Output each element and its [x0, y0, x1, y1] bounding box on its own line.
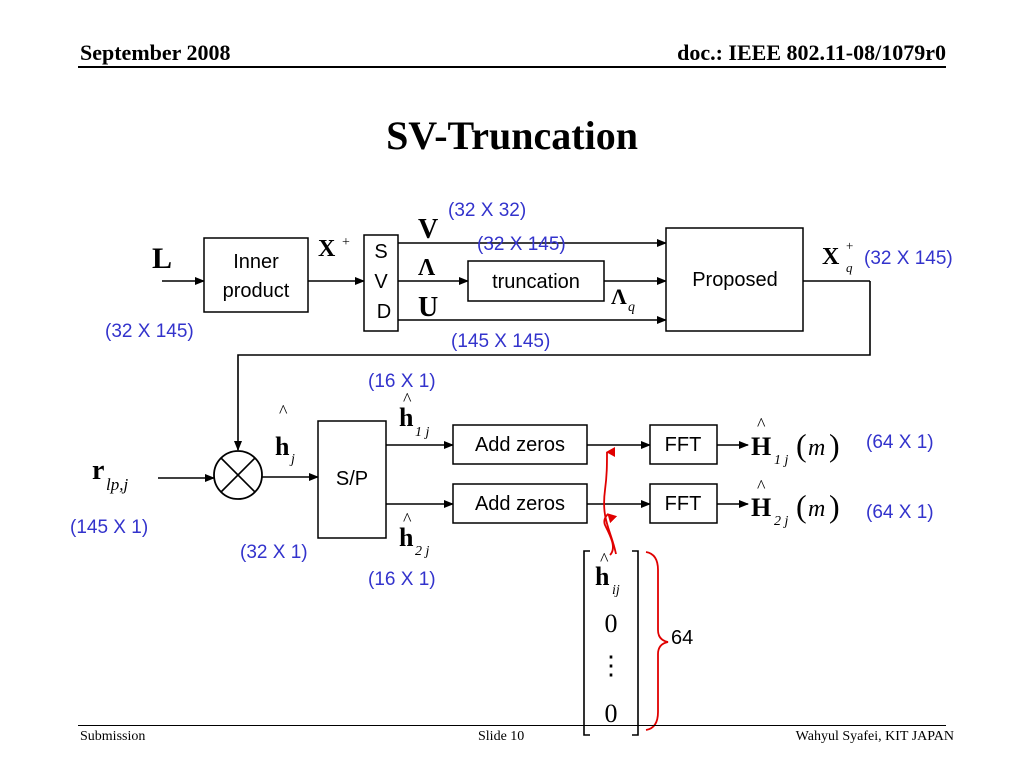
vector-bracket-right — [632, 550, 639, 736]
header-rule — [78, 66, 946, 68]
H2j-symbol: H — [751, 493, 771, 522]
vector-bracket-left — [583, 550, 590, 736]
hj-hat: ^ — [279, 401, 288, 421]
L-symbol: L — [152, 242, 172, 275]
vector-zero-2: 0 — [605, 699, 618, 728]
truncation-label: truncation — [492, 271, 580, 293]
dim-H2: (64 X 1) — [866, 502, 934, 523]
H2j-hat: ^ — [757, 476, 766, 496]
h1j-subscript: 1 j — [415, 425, 430, 440]
dim-lambda: (32 X 145) — [477, 234, 566, 255]
Xq-symbol: X — [822, 244, 840, 270]
dim-h1j: (16 X 1) — [368, 371, 436, 392]
inner-product-label-line2: product — [223, 280, 290, 302]
fft-label-1: FFT — [665, 434, 702, 456]
h2j-symbol: h — [399, 523, 414, 552]
dim-L: (32 X 145) — [105, 321, 194, 342]
footer-slide-number: Slide 10 — [478, 729, 525, 744]
hij-subscript: ij — [612, 583, 620, 598]
h1j-symbol: h — [399, 403, 414, 432]
dim-U: (145 X 145) — [451, 331, 550, 352]
H2j-argument: m — [808, 496, 825, 522]
sp-block — [317, 420, 387, 539]
inner-product-label-line1: Inner — [233, 251, 279, 273]
fft-label-2: FFT — [665, 493, 702, 515]
Xq-subscript: q — [846, 260, 853, 275]
hij-symbol: h — [595, 562, 610, 591]
lambda-q-symbol: Λ — [611, 284, 627, 309]
footer-author: Wahyul Syafei, KIT JAPAN — [795, 729, 954, 744]
truncation-block — [467, 260, 605, 302]
H1j-symbol: H — [751, 432, 771, 461]
dim-r: (145 X 1) — [70, 517, 148, 538]
U-symbol: U — [418, 292, 438, 323]
H2j-subscript: 2 j — [774, 514, 789, 529]
dim-h2j: (16 X 1) — [368, 569, 436, 590]
feedback-line-to-multiplier — [234, 281, 871, 451]
lambda-q-subscript: q — [628, 300, 635, 315]
svd-label-d: D — [377, 301, 391, 323]
dim-H1: (64 X 1) — [866, 432, 934, 453]
header-doc-id: doc.: IEEE 802.11-08/1079r0 — [677, 40, 946, 65]
H1j-argument: m — [808, 435, 825, 461]
add-zeros-label-1: Add zeros — [475, 434, 565, 456]
dim-V: (32 X 32) — [448, 200, 526, 221]
H1j-paren-open: ( — [796, 427, 807, 463]
add-zeros-block-2 — [452, 483, 588, 524]
length-brace — [645, 551, 669, 731]
footer-rule — [78, 725, 946, 726]
X-plus-superscript: + — [342, 235, 350, 250]
vector-zero-1: 0 — [605, 609, 618, 638]
Xq-superscript: + — [846, 238, 853, 253]
footer-submission: Submission — [80, 729, 146, 744]
r-subscript: lp,j — [106, 475, 128, 494]
H2j-paren-close: ) — [829, 488, 840, 524]
dim-hj: (32 X 1) — [240, 542, 308, 563]
hij-hat: ^ — [600, 549, 609, 569]
add-zeros-block-1 — [452, 424, 588, 465]
H2j-paren-open: ( — [796, 488, 807, 524]
proposed-block — [665, 227, 804, 332]
zero-pad-pointer-1 — [603, 447, 617, 555]
add-zeros-label-2: Add zeros — [475, 493, 565, 515]
brace-length-label: 64 — [671, 627, 693, 649]
r-symbol: r — [92, 455, 104, 486]
proposed-label: Proposed — [692, 269, 778, 291]
V-symbol: V — [418, 214, 438, 245]
lambda-symbol: Λ — [418, 255, 436, 281]
vector-vdots: ⋮ — [598, 651, 624, 680]
hj-subscript: j — [289, 452, 295, 467]
H1j-subscript: 1 j — [774, 453, 789, 468]
sp-label: S/P — [336, 468, 368, 490]
header-date: September 2008 — [80, 40, 231, 65]
h2j-hat: ^ — [403, 509, 412, 529]
X-plus-symbol: X — [318, 236, 336, 262]
svd-label-v: V — [374, 271, 388, 293]
multiplier-cross-b — [220, 457, 256, 493]
svd-label-s: S — [374, 241, 387, 263]
hj-symbol: h — [275, 432, 290, 461]
h2j-subscript: 2 j — [415, 544, 430, 559]
inner-product-block — [203, 237, 309, 313]
dim-Xq: (32 X 145) — [864, 248, 953, 269]
svd-block — [363, 234, 399, 332]
h1j-hat: ^ — [403, 389, 412, 409]
H1j-hat: ^ — [757, 414, 766, 434]
slide-title: SV-Truncation — [386, 113, 638, 158]
zero-padded-vector: ^ h ij 0 ⋮ 0 — [583, 549, 639, 736]
H1j-paren-close: ) — [829, 427, 840, 463]
